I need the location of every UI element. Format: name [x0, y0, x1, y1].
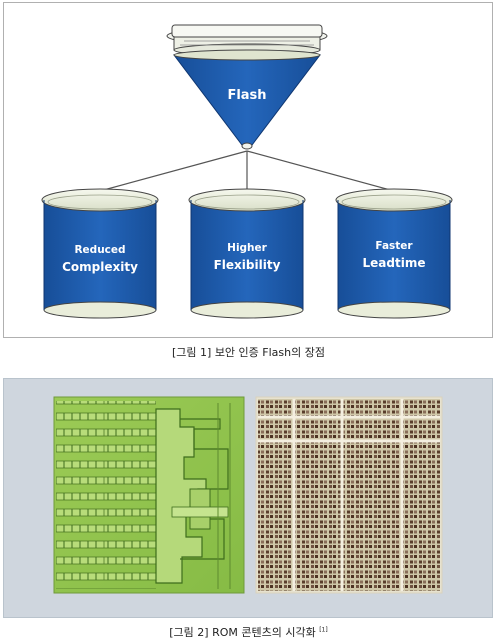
- rom-micrograph-grid: [255, 396, 443, 594]
- bucket-3-line1: Faster: [375, 240, 413, 252]
- bucket-higher-flexibility: Higher Flexibility: [188, 188, 306, 319]
- bucket-faster-leadtime: Faster Leadtime: [335, 188, 453, 319]
- bucket-2-line1: Higher: [227, 242, 267, 254]
- flash-advantages-diagram: Flash Reduced Complexity Higher Flexibil…: [41, 24, 453, 319]
- bucket-reduced-complexity: Reduced Complexity: [41, 188, 159, 319]
- figure-1-frame: Flash Reduced Complexity Higher Flexibil…: [3, 2, 493, 338]
- flash-funnel: Flash: [166, 24, 328, 150]
- bucket-1-line2: Complexity: [62, 260, 138, 274]
- bucket-3-line2: Leadtime: [363, 256, 426, 270]
- bucket-2-line2: Flexibility: [214, 258, 281, 272]
- rom-visualization-images: [53, 396, 443, 594]
- bucket-1-line1: Reduced: [74, 244, 125, 256]
- funnel-label: Flash: [227, 88, 266, 103]
- figure-2-caption-text: [그림 2] ROM 콘텐츠의 시각화: [169, 626, 316, 639]
- figure-2-caption: [그림 2] ROM 콘텐츠의 시각화 [1]: [0, 624, 497, 640]
- figure-1-caption: [그림 1] 보안 인증 Flash의 장점: [172, 346, 325, 359]
- figure-2-reference: [1]: [319, 626, 328, 634]
- connector-lines: [99, 150, 395, 192]
- figure-2-frame: [3, 378, 493, 618]
- rom-micrograph-green: [53, 396, 245, 594]
